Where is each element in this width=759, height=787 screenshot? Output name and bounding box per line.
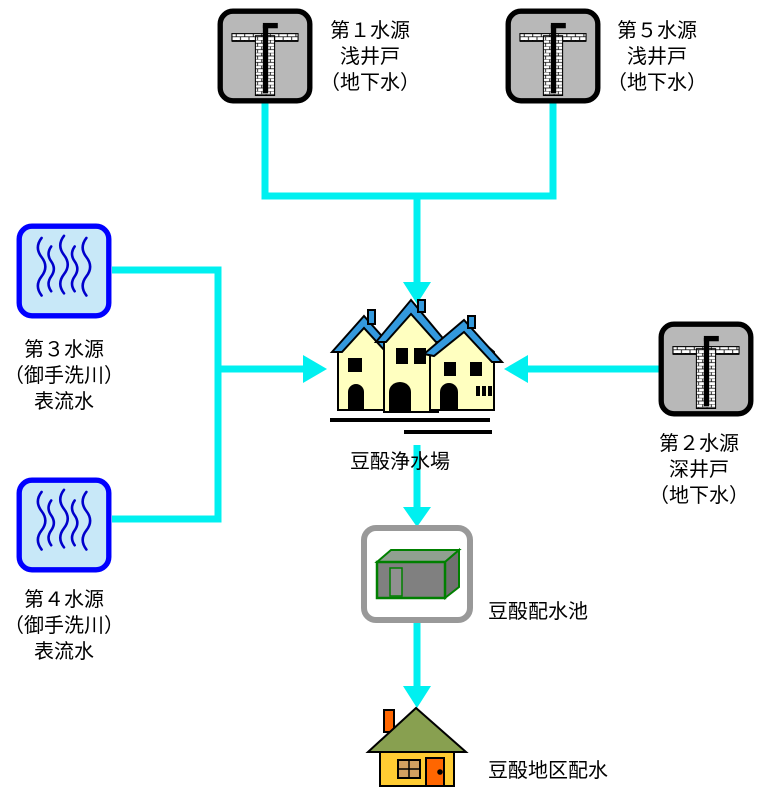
source4-name: 第４水源 [24,587,104,611]
reservoir-label: 豆酘配水池 [488,599,588,623]
source2-label: 第２水源 深井戸 （地下水） [640,430,758,508]
district-label: 豆酘地区配水 [488,758,608,782]
source4-label: 第４水源 （御手洗川） 表流水 [0,586,128,664]
arrow-down-plant [403,282,431,304]
source3-label: 第３水源 （御手洗川） 表流水 [0,336,128,414]
river-icon-source4 [19,480,109,570]
house-icon [365,706,469,787]
source1-type: 浅井戸 [340,44,400,68]
source3-type: （御手洗川） [4,363,124,387]
source1-label: 第１水源 浅井戸 （地下水） [320,17,420,95]
source4-type: （御手洗川） [4,613,124,637]
arrow-down-reservoir [403,507,431,527]
pipes [112,100,660,690]
source2-note: （地下水） [649,483,749,507]
arrow-left-plant [504,355,528,383]
source1-name: 第１水源 [330,18,410,42]
source5-name: 第５水源 [617,18,697,42]
arrow-right-plant [303,355,327,383]
pipe-source4 [112,369,222,523]
source2-type: 深井戸 [669,457,729,481]
pipe-source5 [417,100,557,200]
arrow-down-district [403,686,431,708]
source2-name: 第２水源 [659,431,739,455]
source5-note: （地下水） [607,70,707,94]
source1-note: （地下水） [320,70,420,94]
source3-name: 第３水源 [24,337,104,361]
source4-note: 表流水 [34,639,94,663]
well-icon-source2 [661,324,751,414]
pipe-source1 [261,100,417,200]
source5-label: 第５水源 浅井戸 （地下水） [607,17,707,95]
water-treatment-plant-icon [329,298,505,434]
pipe-source3 [112,266,222,369]
source5-type: 浅井戸 [627,44,687,68]
river-icon-source3 [19,226,109,316]
arrowheads [303,282,528,708]
source3-note: 表流水 [34,389,94,413]
water-tank-icon [361,525,473,623]
well-icon-source1 [220,11,310,101]
plant-label: 豆酘浄水場 [350,449,450,473]
well-icon-source5 [508,11,598,101]
